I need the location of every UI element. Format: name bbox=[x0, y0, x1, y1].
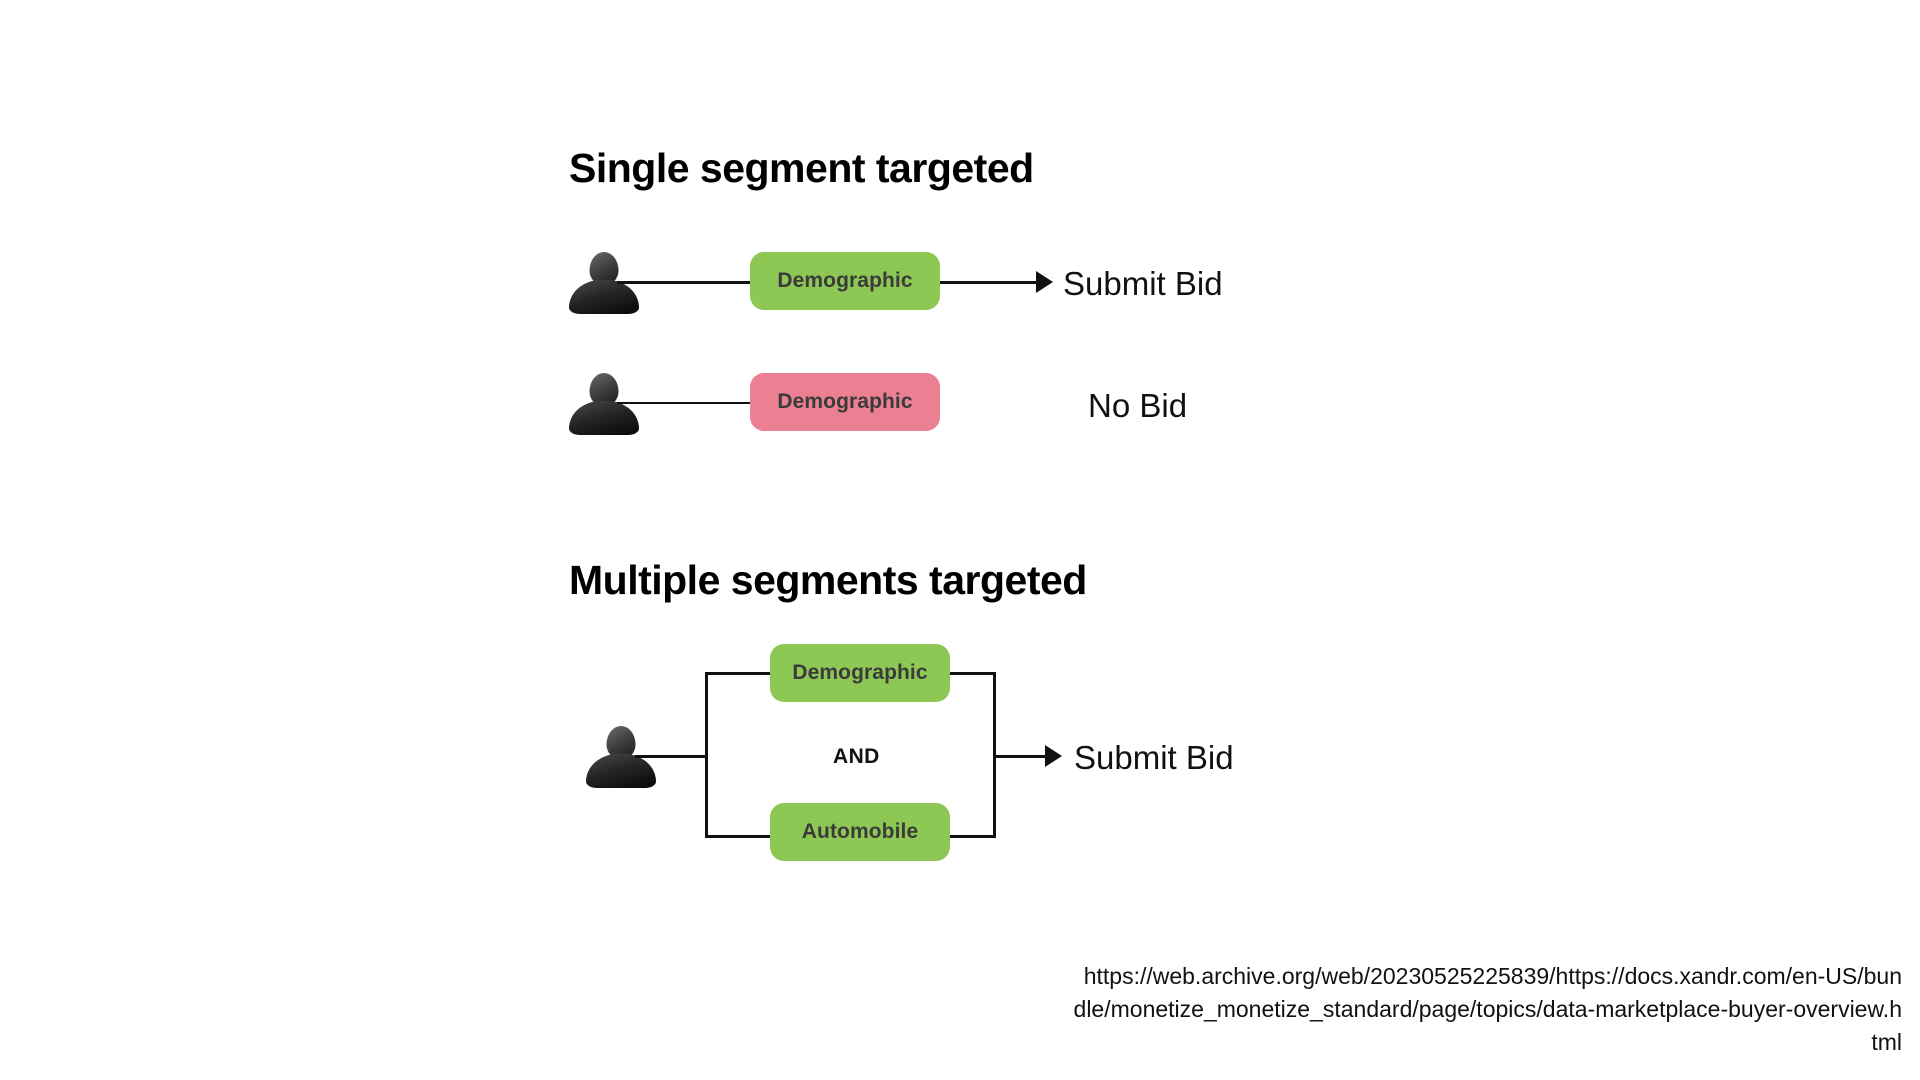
source-url-caption: https://web.archive.org/web/202305252258… bbox=[1073, 963, 1902, 1055]
person-body-shape bbox=[569, 401, 639, 435]
arrow-head-multi bbox=[1045, 745, 1062, 767]
outcome-label-submit-bid-multi: Submit Bid bbox=[1074, 739, 1234, 776]
section-title-single-segment: Single segment targeted bbox=[569, 145, 1034, 191]
bracket-right-branch-top bbox=[925, 672, 996, 675]
connector-line-row1-right bbox=[940, 281, 1040, 284]
bracket-left-branch-top bbox=[705, 672, 773, 675]
segment-pill-label: Demographic bbox=[792, 661, 928, 684]
section-title-multiple-segments: Multiple segments targeted bbox=[569, 557, 1087, 603]
person-head-shape bbox=[589, 373, 619, 406]
person-head-shape bbox=[606, 726, 636, 759]
segment-pill-demographic-multi[interactable]: Demographic bbox=[770, 644, 950, 702]
segment-pill-demographic-row2[interactable]: Demographic bbox=[750, 373, 940, 431]
bracket-left-spine bbox=[705, 672, 708, 838]
bracket-right-branch-bottom bbox=[925, 835, 996, 838]
logical-operator-and: AND bbox=[833, 745, 880, 768]
segment-pill-label: Automobile bbox=[801, 820, 919, 843]
segment-pill-label: Demographic bbox=[777, 390, 913, 413]
person-icon bbox=[584, 726, 658, 788]
person-head-shape bbox=[589, 252, 619, 285]
outcome-label-no-bid-row2: No Bid bbox=[1088, 387, 1188, 424]
connector-line-multi-right bbox=[993, 755, 1049, 758]
person-body-shape bbox=[586, 754, 656, 788]
arrow-head-row1 bbox=[1036, 271, 1053, 293]
connector-line-row1-left bbox=[617, 281, 750, 284]
segment-pill-demographic-row1[interactable]: Demographic bbox=[750, 252, 940, 310]
segment-pill-label: Demographic bbox=[777, 269, 913, 292]
person-icon bbox=[567, 373, 641, 435]
person-body-shape bbox=[569, 280, 639, 314]
bracket-left-branch-bottom bbox=[705, 835, 773, 838]
segment-pill-automobile-multi[interactable]: Automobile bbox=[770, 803, 950, 861]
connector-line-row2-left bbox=[617, 402, 750, 404]
outcome-label-submit-bid-row1: Submit Bid bbox=[1063, 265, 1223, 302]
person-icon bbox=[567, 252, 641, 314]
connector-line-multi-stem bbox=[635, 755, 707, 758]
